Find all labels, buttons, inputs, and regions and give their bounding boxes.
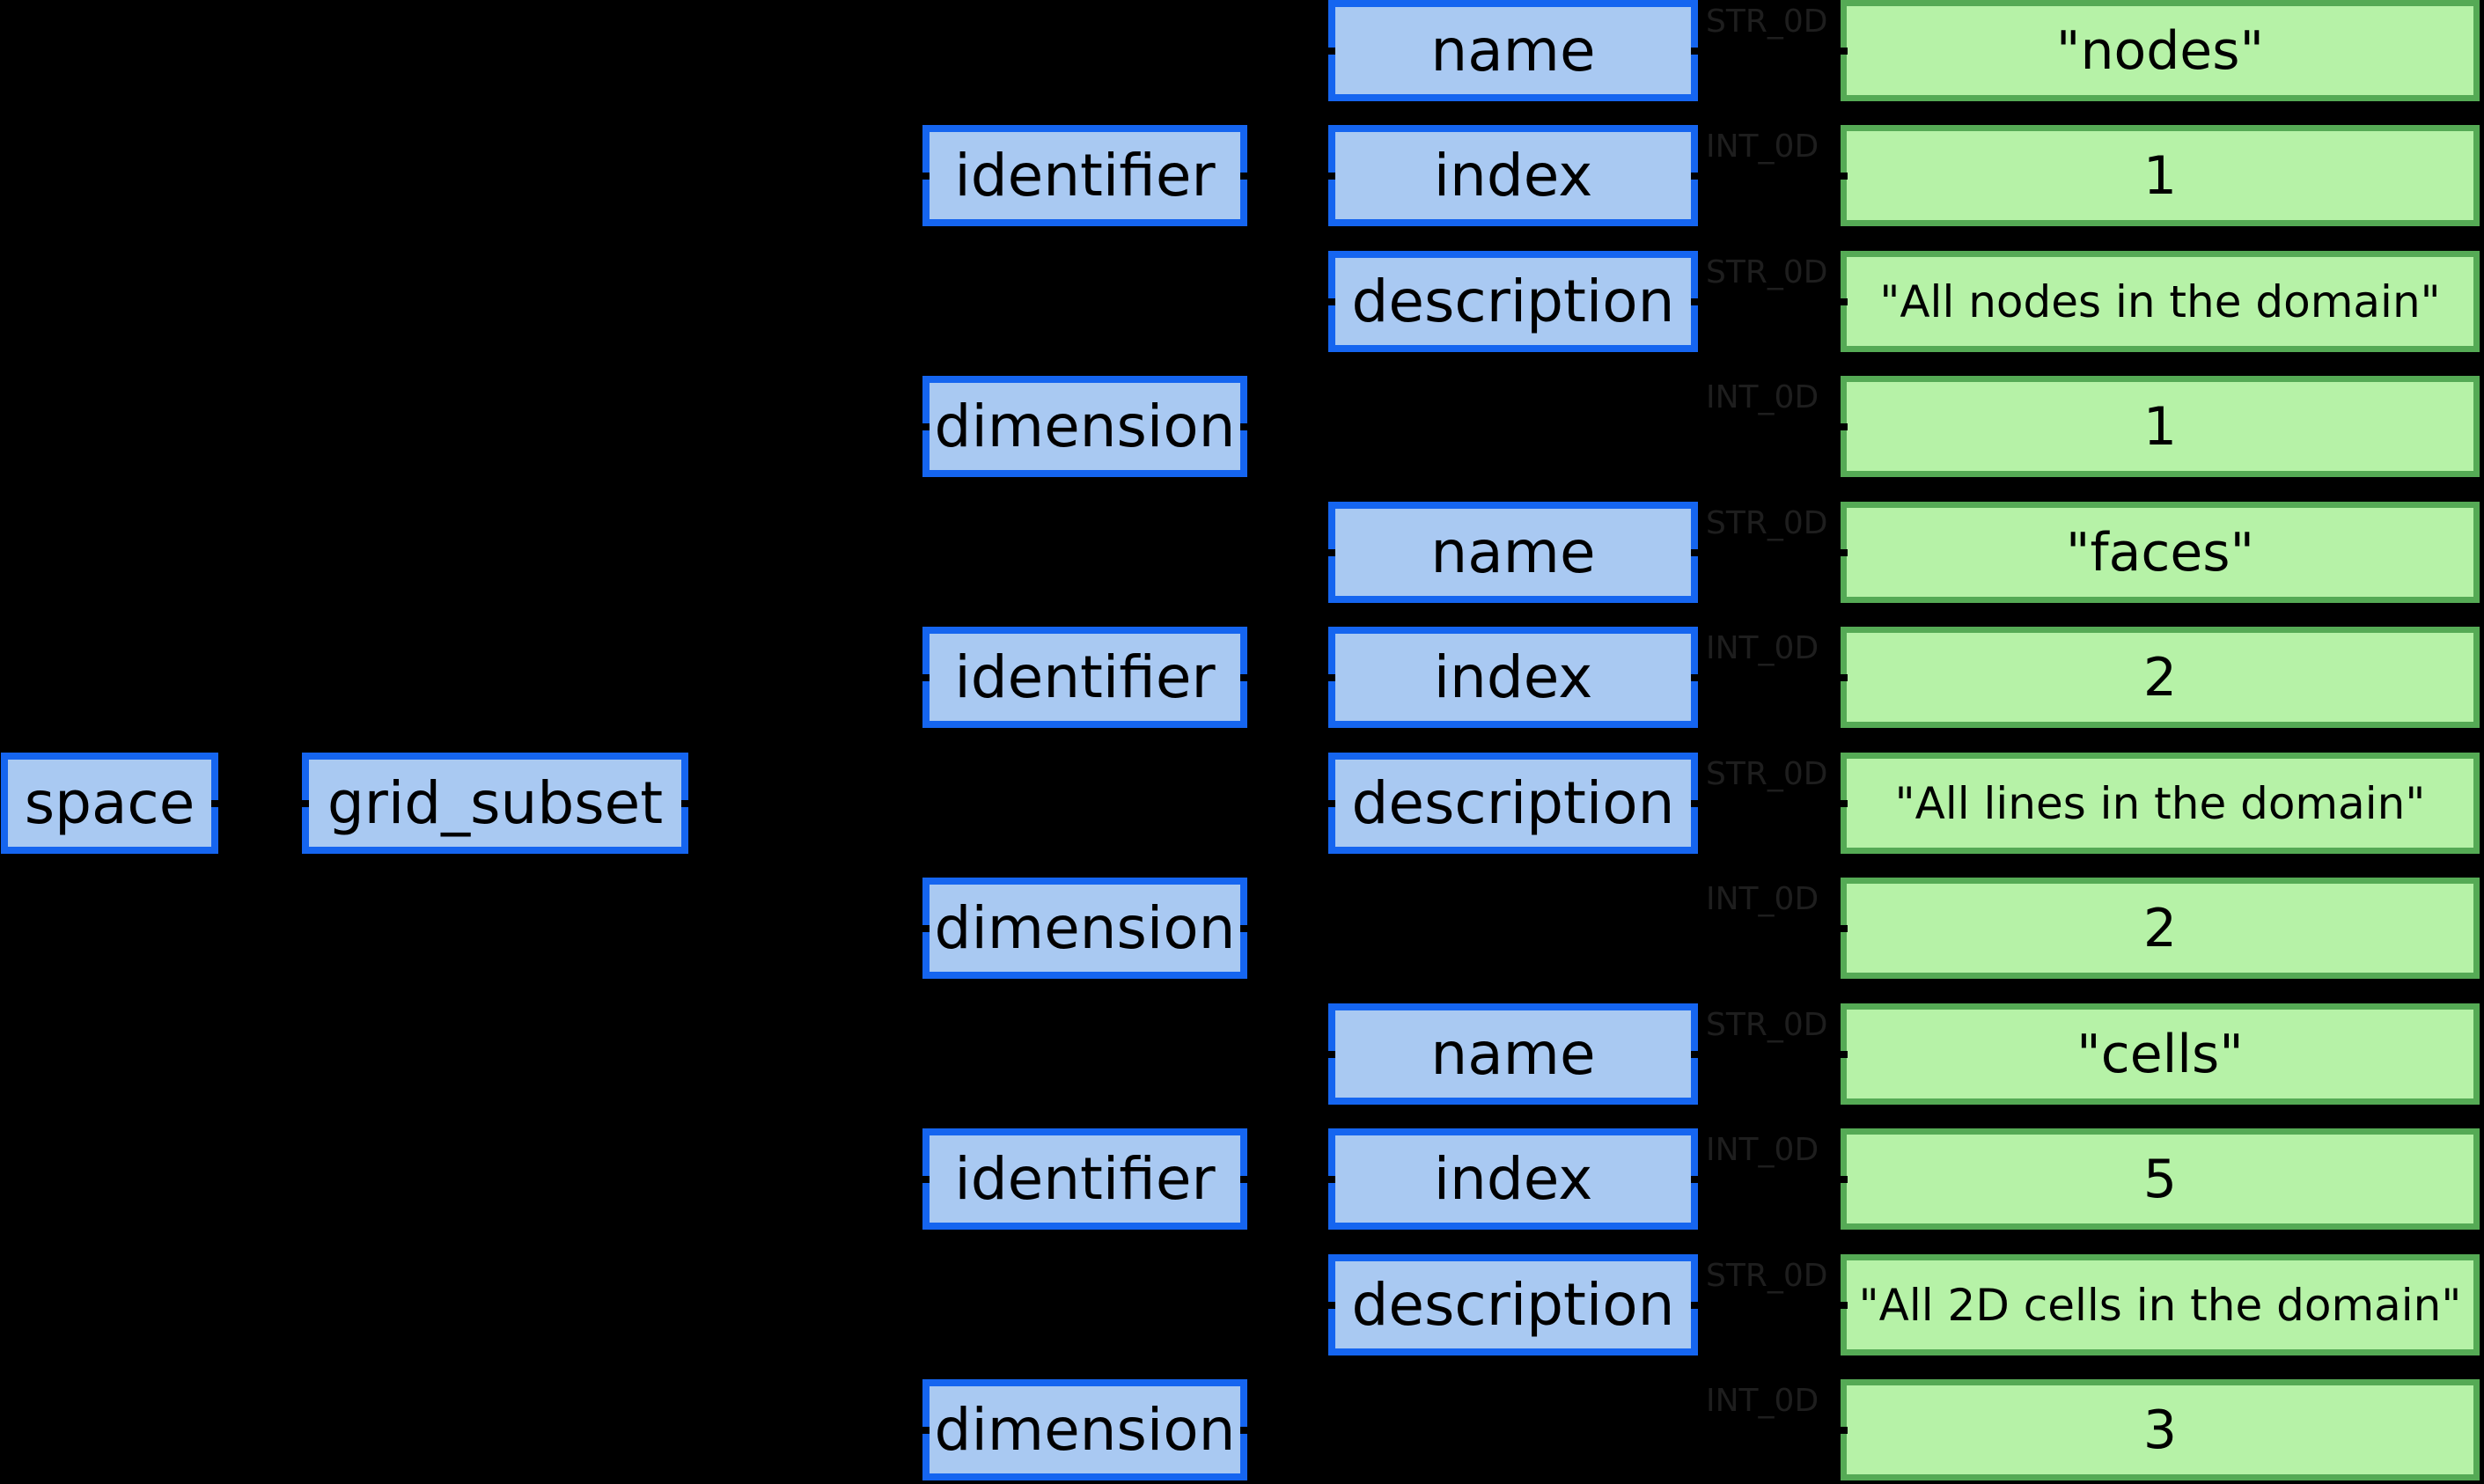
edge-stub (1691, 673, 1705, 681)
edge-stub (1834, 799, 1848, 807)
type-label: INT_0D (1706, 630, 1819, 666)
grid-subset-node: grid_subset (302, 753, 688, 854)
edge-stub (1691, 1175, 1705, 1183)
name-node: name (1328, 1003, 1698, 1105)
edge-stub (1834, 47, 1848, 55)
type-label: INT_0D (1706, 1132, 1819, 1168)
type-label: INT_0D (1706, 129, 1819, 165)
edge-stub (1240, 1175, 1254, 1183)
value-node-dimension: 3 (1841, 1379, 2480, 1480)
value-node-index: 1 (1841, 125, 2480, 226)
edge-stub (1321, 548, 1335, 556)
edge-stub (1240, 673, 1254, 681)
type-label: STR_0D (1706, 1258, 1828, 1294)
edge-stub (1691, 298, 1705, 305)
edge-stub (1834, 422, 1848, 430)
edge-stub (1834, 924, 1848, 932)
value-node-index: 2 (1841, 627, 2480, 728)
description-node: description (1328, 753, 1698, 854)
edge-stub (1691, 1050, 1705, 1058)
edge-stub (1321, 47, 1335, 55)
description-node: description (1328, 251, 1698, 352)
name-node: name (1328, 502, 1698, 603)
edge-stub (1240, 422, 1254, 430)
value-node-name: "cells" (1841, 1003, 2480, 1105)
type-label: STR_0D (1706, 4, 1828, 40)
edge-stub (915, 1175, 930, 1183)
edge-stub (1834, 298, 1848, 305)
index-node: index (1328, 125, 1698, 226)
description-node: description (1328, 1254, 1698, 1355)
edge-stub (1834, 1050, 1848, 1058)
edge-stub (1321, 799, 1335, 807)
value-node-dimension: 1 (1841, 376, 2480, 477)
edge-stub (1321, 673, 1335, 681)
edge-stub (1691, 799, 1705, 807)
edge-stub (1240, 924, 1254, 932)
edge-stub (1691, 47, 1705, 55)
edge-stub (915, 1426, 930, 1434)
name-node: name (1328, 0, 1698, 101)
dimension-node: dimension (922, 376, 1247, 477)
edge-stub (1240, 1426, 1254, 1434)
index-node: index (1328, 627, 1698, 728)
edge-stub (1321, 1175, 1335, 1183)
edge-stub (1321, 1301, 1335, 1309)
edge-stub (915, 673, 930, 681)
edge-stub (1240, 172, 1254, 180)
edge-stub (915, 422, 930, 430)
identifier-node: identifier (922, 125, 1247, 226)
edge-stub (1834, 1426, 1848, 1434)
value-node-dimension: 2 (1841, 878, 2480, 979)
type-label: STR_0D (1706, 756, 1828, 792)
edge-stub (681, 799, 695, 807)
edge-stub (1834, 673, 1848, 681)
edge-stub (1691, 172, 1705, 180)
edge-stub (295, 799, 309, 807)
edge-stub (1691, 1301, 1705, 1309)
edge-stub (1834, 172, 1848, 180)
type-label: STR_0D (1706, 1007, 1828, 1043)
value-node-index: 5 (1841, 1128, 2480, 1230)
edge-stub (915, 924, 930, 932)
edge-stub (211, 799, 225, 807)
edge-stub (1834, 548, 1848, 556)
value-node-description: "All 2D cells in the domain" (1841, 1254, 2480, 1355)
value-node-description: "All nodes in the domain" (1841, 251, 2480, 352)
edge-stub (1834, 1175, 1848, 1183)
value-node-name: "faces" (1841, 502, 2480, 603)
value-node-description: "All lines in the domain" (1841, 753, 2480, 854)
dimension-node: dimension (922, 878, 1247, 979)
edge-stub (1321, 172, 1335, 180)
edge-stub (1321, 298, 1335, 305)
index-node: index (1328, 1128, 1698, 1230)
type-label: INT_0D (1706, 881, 1819, 917)
dimension-node: dimension (922, 1379, 1247, 1480)
type-label: INT_0D (1706, 379, 1819, 415)
type-label: INT_0D (1706, 1383, 1819, 1419)
edge-stub (1691, 548, 1705, 556)
edge-stub (915, 172, 930, 180)
edge-stub (1834, 1301, 1848, 1309)
edge-stub (1321, 1050, 1335, 1058)
type-label: STR_0D (1706, 505, 1828, 541)
root-node-space: space (1, 753, 218, 854)
value-node-name: "nodes" (1841, 0, 2480, 101)
identifier-node: identifier (922, 1128, 1247, 1230)
type-label: STR_0D (1706, 254, 1828, 290)
identifier-node: identifier (922, 627, 1247, 728)
